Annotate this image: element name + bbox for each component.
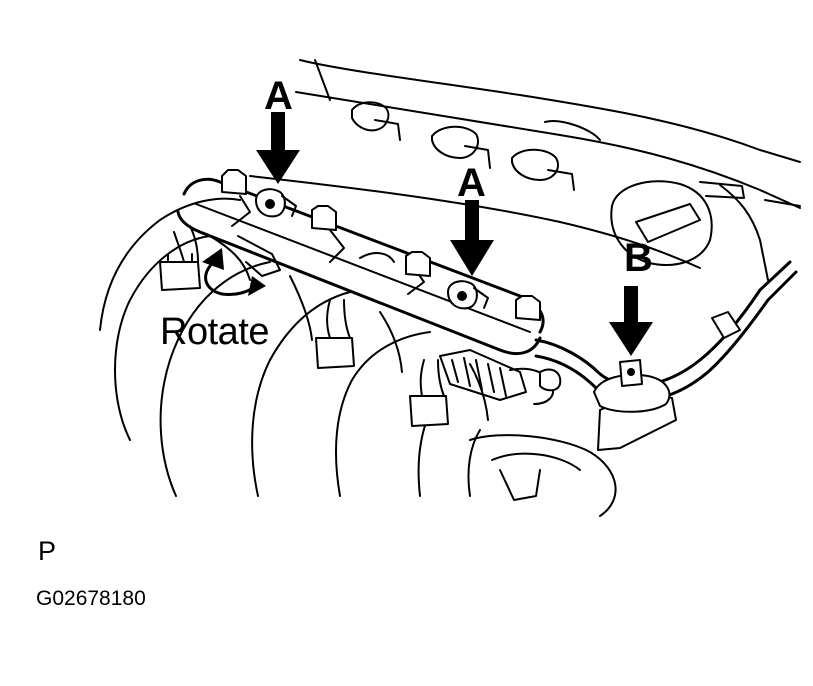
fuel-delivery-pipe — [176, 177, 545, 355]
callout-arrow-b — [609, 286, 653, 356]
wire-harness — [159, 225, 449, 427]
fuel-hose — [534, 260, 798, 403]
intake-manifold-runners — [99, 197, 677, 517]
callout-arrow-a-second — [450, 200, 494, 276]
cylinder-head-outline — [249, 59, 801, 281]
hose-clamp-bracket-b — [593, 359, 671, 413]
callout-label-b: B — [624, 236, 653, 280]
bolt-a-second — [447, 280, 489, 310]
injector-connectors — [221, 169, 541, 321]
callout-label-a: A — [457, 161, 486, 205]
pressure-regulator — [439, 349, 562, 405]
figure-code: G02678180 — [36, 587, 146, 610]
callout-arrow-a-first — [256, 112, 300, 184]
rotate-arrow-icon — [202, 248, 266, 296]
page-letter: P — [38, 536, 57, 566]
callout-label-a: A — [264, 74, 293, 118]
rotate-label: Rotate — [160, 311, 269, 353]
bolt-a-first — [255, 188, 297, 218]
